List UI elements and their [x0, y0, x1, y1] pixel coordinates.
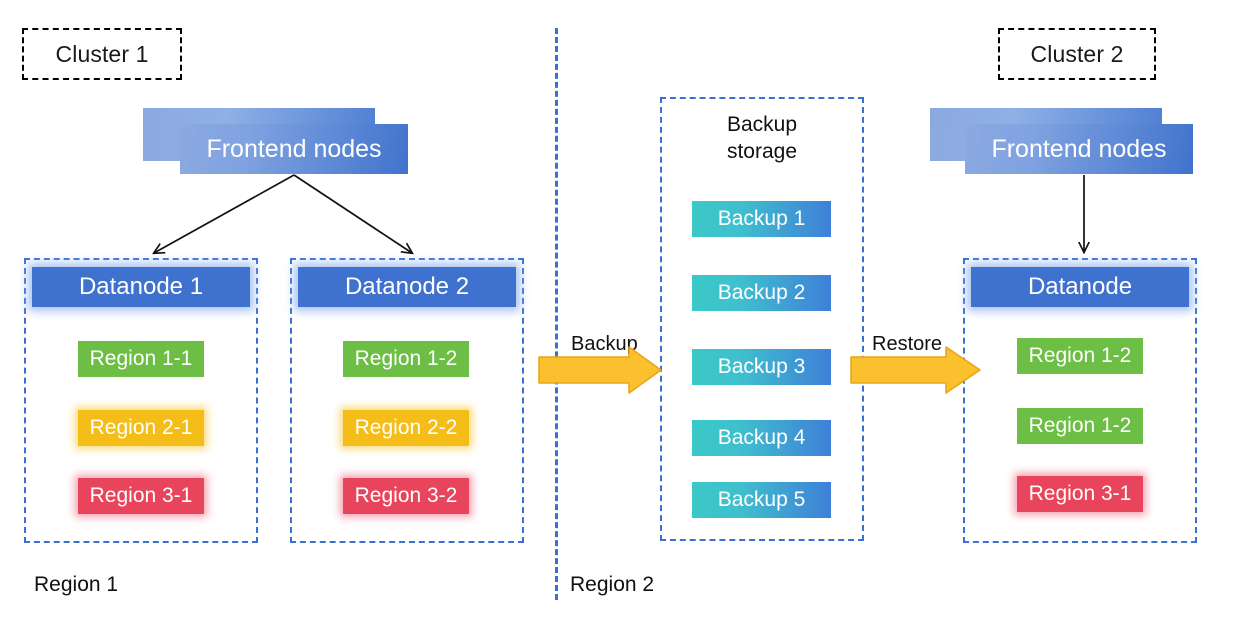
- cluster-2-label: Cluster 2: [1030, 40, 1124, 67]
- backup-storage-container: [660, 97, 864, 541]
- cluster-1-label: Cluster 1: [55, 40, 149, 67]
- region-chip[interactable]: Region 2-1: [78, 410, 204, 446]
- backup-chip[interactable]: Backup 1: [692, 201, 831, 237]
- region-2-label: Region 2: [570, 573, 655, 596]
- region-label: Region 3-1: [1028, 482, 1132, 505]
- datanode-2-label: Datanode 2: [344, 273, 470, 300]
- region-chip[interactable]: Region 3-1: [78, 478, 204, 514]
- region-label: Region 1-2: [354, 347, 458, 370]
- region-chip[interactable]: Region 1-2: [1017, 338, 1143, 374]
- region-label: Region 1-2: [1028, 414, 1132, 437]
- region-label: Region 2-2: [354, 416, 458, 439]
- arrow-frontend-to-datanode-2: [293, 174, 412, 253]
- datanode-2-header[interactable]: Datanode 2: [298, 267, 516, 307]
- region-chip[interactable]: Region 1-2: [343, 341, 469, 377]
- region-chip[interactable]: Region 2-2: [343, 410, 469, 446]
- backup-label: Backup 2: [717, 281, 806, 304]
- backup-chip[interactable]: Backup 5: [692, 482, 831, 518]
- backup-label: Backup 1: [717, 207, 806, 230]
- restore-flow-label: Restore: [872, 333, 943, 355]
- region-label: Region 3-2: [354, 484, 458, 507]
- datanode-3-container: [963, 258, 1197, 543]
- datanode-2-container: [290, 258, 524, 543]
- region-chip[interactable]: Region 3-1: [1017, 476, 1143, 512]
- frontend-nodes-1-label: Frontend nodes: [206, 134, 382, 163]
- backup-label: Backup 5: [717, 488, 806, 511]
- region-chip[interactable]: Region 1-2: [1017, 408, 1143, 444]
- region-label: Region 1-2: [1028, 344, 1132, 367]
- backup-label: Backup 4: [717, 426, 806, 449]
- arrow-frontend-to-datanode-1: [154, 174, 295, 253]
- region-chip[interactable]: Region 3-2: [343, 478, 469, 514]
- frontend-nodes-2[interactable]: Frontend nodes: [965, 124, 1193, 174]
- backup-chip[interactable]: Backup 4: [692, 420, 831, 456]
- backup-storage-title: Backup storage: [726, 113, 798, 163]
- region-divider: [555, 28, 558, 600]
- region-label: Region 3-1: [89, 484, 193, 507]
- backup-chip[interactable]: Backup 3: [692, 349, 831, 385]
- datanode-1-header[interactable]: Datanode 1: [32, 267, 250, 307]
- datanode-3-label: Datanode: [1027, 273, 1133, 300]
- frontend-nodes-2-label: Frontend nodes: [991, 134, 1167, 163]
- frontend-nodes-1[interactable]: Frontend nodes: [180, 124, 408, 174]
- region-1-label: Region 1: [34, 573, 119, 596]
- cluster-1-tag: Cluster 1: [22, 28, 182, 80]
- datanode-3-header[interactable]: Datanode: [971, 267, 1189, 307]
- datanode-1-label: Datanode 1: [78, 273, 204, 300]
- backup-chip[interactable]: Backup 2: [692, 275, 831, 311]
- cluster-2-tag: Cluster 2: [998, 28, 1156, 80]
- backup-label: Backup 3: [717, 355, 806, 378]
- datanode-1-container: [24, 258, 258, 543]
- region-label: Region 2-1: [89, 416, 193, 439]
- region-chip[interactable]: Region 1-1: [78, 341, 204, 377]
- region-label: Region 1-1: [89, 347, 193, 370]
- backup-flow-label: Backup: [571, 333, 638, 355]
